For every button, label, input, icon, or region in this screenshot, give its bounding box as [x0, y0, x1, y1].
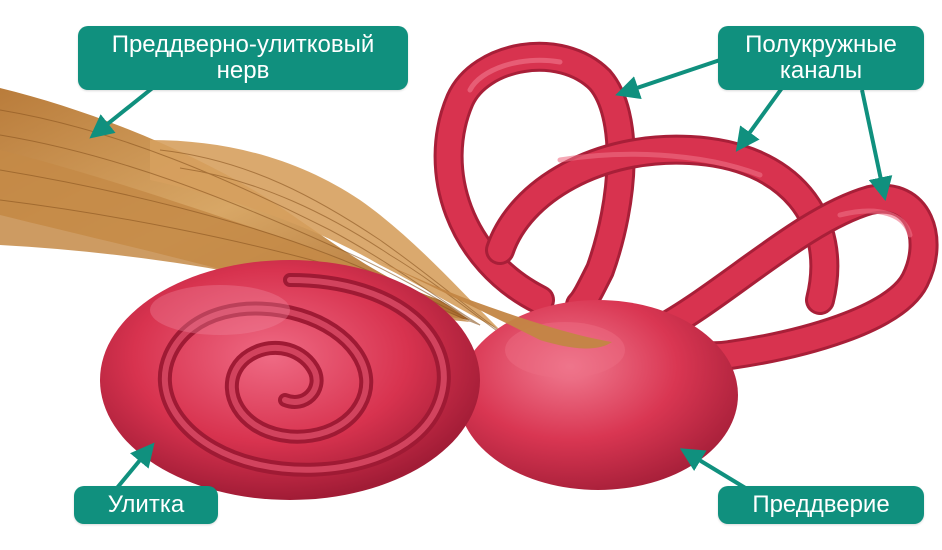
vestibule-body: [458, 300, 738, 490]
label-nerve-line2: нерв: [90, 58, 396, 84]
cochlea-spiral: [100, 260, 480, 500]
semicircular-canals: [449, 57, 924, 357]
arrow-canal-3: [862, 90, 884, 194]
label-vestibule: Преддверие: [718, 486, 924, 524]
arrow-canal-1: [622, 60, 720, 93]
label-canals-line1: Полукружные: [730, 32, 912, 58]
label-vestibule-text: Преддверие: [730, 492, 912, 518]
label-canals-line2: каналы: [730, 58, 912, 84]
label-cochlea: Улитка: [74, 486, 218, 524]
label-semicircular-canals: Полукружные каналы: [718, 26, 924, 90]
label-nerve-line1: Преддверно-улитковый: [90, 32, 396, 58]
label-cochlea-text: Улитка: [86, 492, 206, 518]
arrow-canal-2: [740, 88, 782, 146]
label-vestibulocochlear-nerve: Преддверно-улитковый нерв: [78, 26, 408, 90]
